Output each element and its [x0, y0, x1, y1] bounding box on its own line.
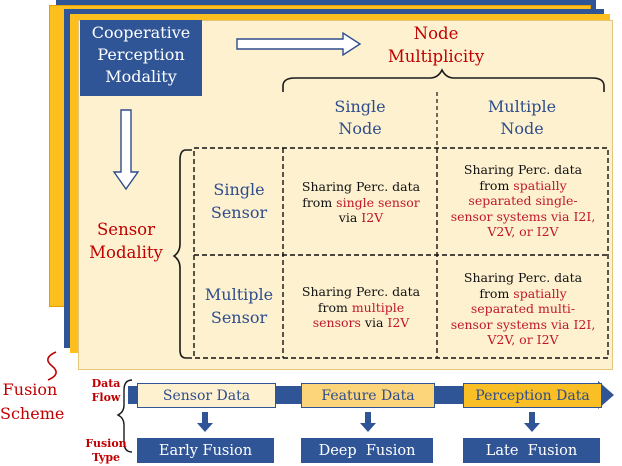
data-flow-line2: Flow — [91, 391, 121, 404]
row-header-single-line2: Sensor — [210, 203, 268, 222]
cell-multiple-sensor-single-node: Sharing Perc. data from multiple sensors… — [286, 284, 436, 331]
cell-mm-line5: V2V, or I2V — [487, 332, 559, 347]
cell-mm-line4b: I2I, — [573, 316, 596, 332]
fusion-type-line2: Type — [91, 451, 121, 464]
right-arrow-icon — [236, 31, 362, 57]
sensor-modality-line1: Sensor — [97, 220, 155, 239]
fusion-scheme-line2: Scheme — [0, 404, 65, 423]
cell-mm-line2b: spatially — [513, 285, 567, 301]
cell-ms-line3c: I2V — [387, 315, 410, 330]
fusion-type-label: Fusion Type — [82, 437, 130, 465]
cell-single-sensor-multiple-node: Sharing Perc. data from spatially separa… — [440, 162, 606, 240]
cell-sm-line3: separated single- — [468, 193, 578, 208]
cell-ms-line3a: sensors — [312, 315, 361, 330]
fusion-deep: Deep Fusion — [301, 438, 433, 463]
top-brace — [282, 68, 605, 92]
cell-ms-line3: sensors via I2V — [286, 315, 436, 331]
cell-sm-line2a: from — [479, 177, 514, 193]
cell-mm-line3: separated multi- — [470, 301, 576, 316]
cell-sm-line4b: I2I, — [573, 208, 596, 224]
row-header-multiple-sensor: Multiple Sensor — [196, 283, 282, 329]
cell-mm-line2: from spatially — [440, 286, 606, 302]
down-arrow-small-3 — [524, 412, 540, 432]
modality-line3: Modality — [105, 67, 177, 86]
col-header-multiple-node: Multiple Node — [462, 96, 582, 140]
stage-sensor-data: Sensor Data — [137, 383, 276, 408]
node-multiplicity-line2: Multiplicity — [387, 47, 485, 66]
cell-ss-line3: via I2V — [286, 210, 436, 226]
row-header-single-line1: Single — [213, 180, 265, 199]
cell-mm-line4: sensor systems via I2I, — [440, 317, 606, 333]
col-header-single-node: Single Node — [300, 96, 420, 140]
left-brace — [172, 149, 192, 359]
row-header-multiple-line2: Sensor — [210, 308, 268, 327]
cell-ss-line3a: via — [338, 210, 362, 225]
squiggle-icon — [47, 351, 57, 381]
cell-ss-line2b: single sensor — [336, 194, 420, 210]
cell-ss-line2a: from — [302, 194, 337, 210]
cell-ms-line2: from multiple — [286, 300, 436, 316]
down-arrow-small-1 — [197, 412, 213, 432]
cell-sm-line4: sensor systems via I2I, — [440, 209, 606, 225]
cell-sm-line1: Sharing Perc. data — [463, 162, 583, 177]
col-header-single-line1: Single — [334, 97, 386, 116]
row-header-multiple-line1: Multiple — [204, 285, 274, 304]
fusion-early: Early Fusion — [137, 438, 274, 463]
fusion-late: Late Fusion — [463, 438, 600, 463]
cell-sm-line2b: spatially — [513, 177, 567, 193]
cell-ss-line2: from single sensor — [286, 195, 436, 211]
stage-feature-data: Feature Data — [301, 383, 435, 408]
cell-sm-line4a: sensor systems via — [450, 208, 574, 224]
modality-box: Cooperative Perception Modality — [80, 20, 202, 96]
sensor-modality-line2: Modality — [89, 243, 163, 262]
cell-sm-line2: from spatially — [440, 178, 606, 194]
modality-line1: Cooperative — [91, 23, 191, 42]
down-arrow-icon — [112, 109, 140, 191]
fusion-brace — [116, 379, 133, 453]
data-flow-label: Data Flow — [86, 377, 126, 405]
col-header-multiple-line1: Multiple — [487, 97, 557, 116]
fusion-type-line1: Fusion — [85, 437, 127, 450]
cell-ms-line2a: from — [317, 299, 352, 315]
cell-mm-line2a: from — [479, 285, 514, 301]
cell-ss-line3b: I2V — [361, 210, 384, 225]
col-header-multiple-line2: Node — [500, 119, 544, 138]
cell-ms-line1: Sharing Perc. data — [301, 284, 421, 299]
cell-mm-line1: Sharing Perc. data — [463, 270, 583, 285]
cell-single-sensor-single-node: Sharing Perc. data from single sensor vi… — [286, 179, 436, 226]
modality-line2: Perception — [97, 45, 185, 64]
node-multiplicity-line1: Node — [413, 24, 459, 43]
cell-mm-line4a: sensor systems via — [450, 316, 574, 332]
data-flow-line1: Data — [91, 377, 121, 390]
sensor-modality-label: Sensor Modality — [82, 218, 170, 264]
cell-multiple-sensor-multiple-node: Sharing Perc. data from spatially separa… — [440, 270, 606, 348]
cell-sm-line5: V2V, or I2V — [487, 224, 559, 239]
row-header-single-sensor: Single Sensor — [196, 178, 282, 224]
fusion-scheme-label: Fusion Scheme — [0, 378, 65, 426]
node-multiplicity-label: Node Multiplicity — [370, 22, 502, 68]
cell-ms-line3b: via — [360, 315, 388, 330]
cell-ss-line1: Sharing Perc. data — [301, 179, 421, 194]
col-header-single-line2: Node — [338, 119, 382, 138]
cell-ms-line2b: multiple — [351, 299, 405, 315]
fusion-scheme-line1: Fusion — [2, 380, 58, 399]
down-arrow-small-2 — [360, 412, 376, 432]
stage-perception-data: Perception Data — [463, 383, 602, 408]
